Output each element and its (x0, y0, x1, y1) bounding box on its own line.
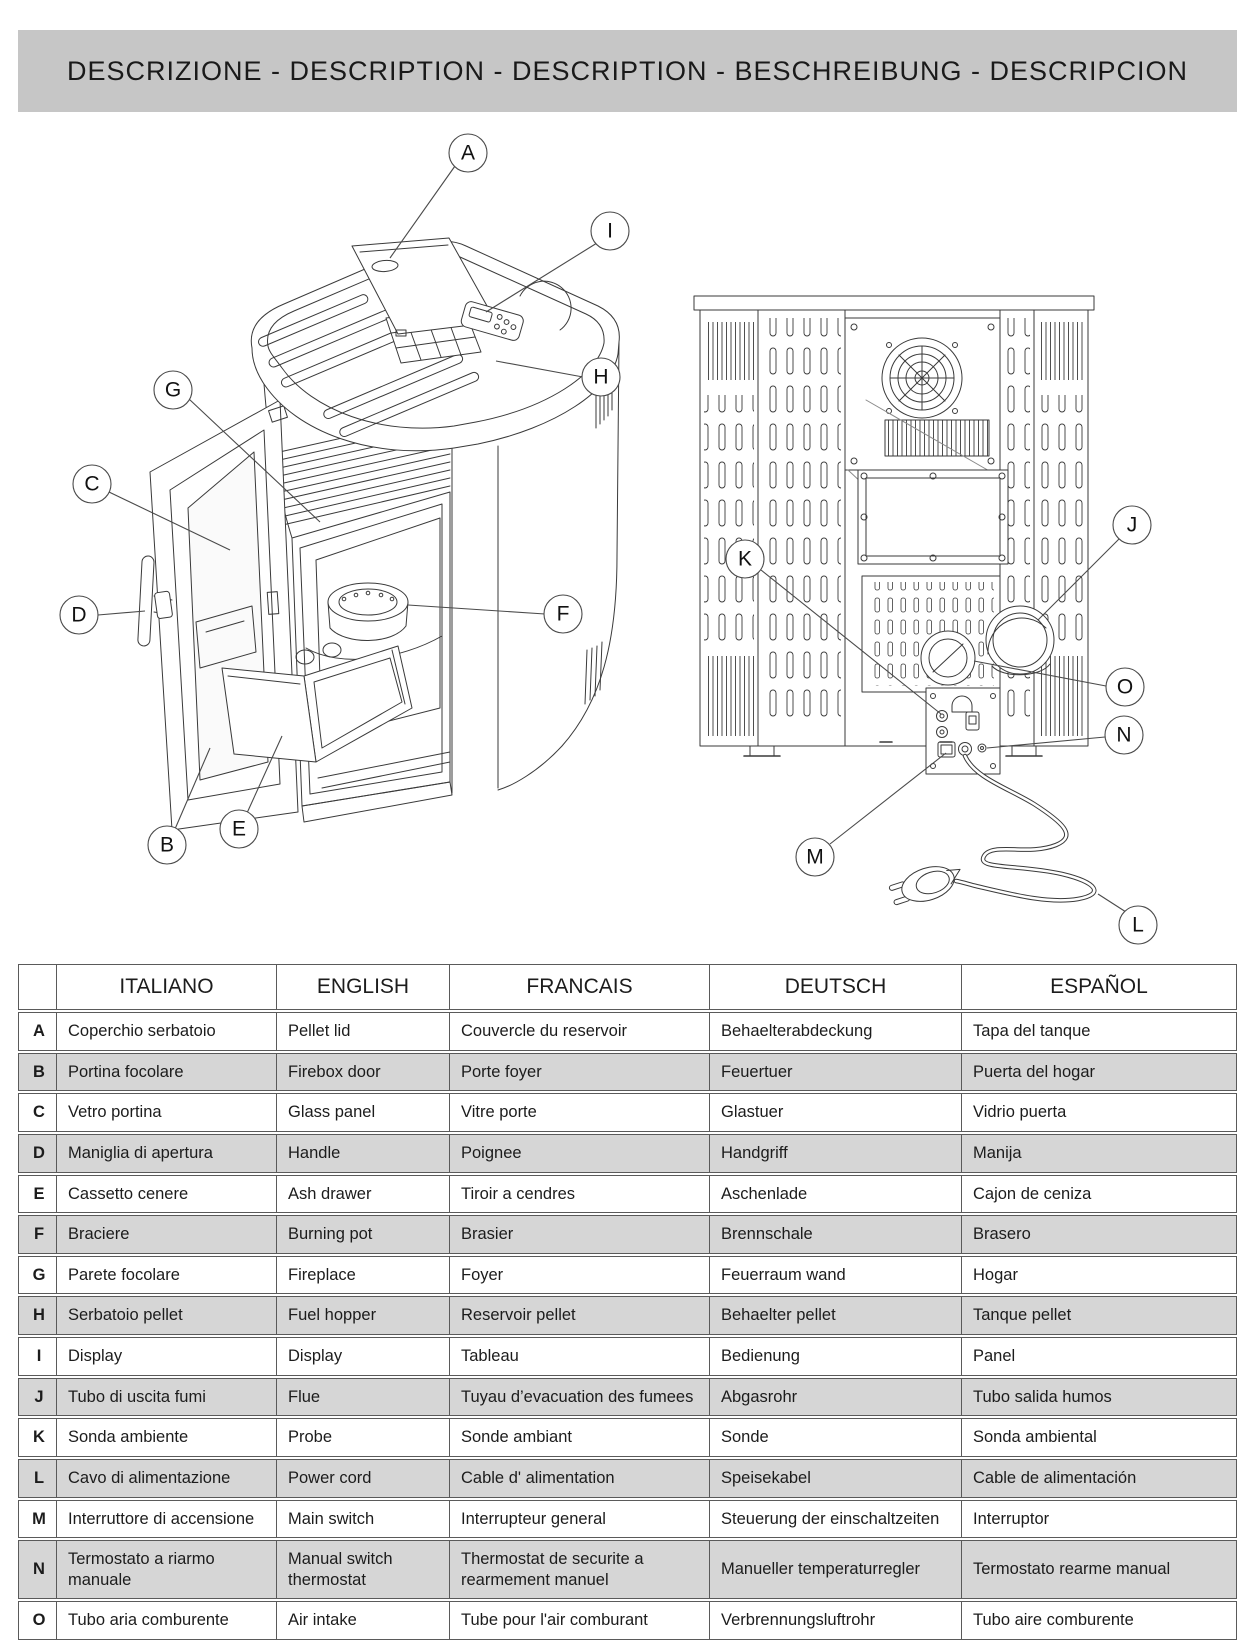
callout-k: K (725, 539, 942, 715)
front-stove-drawing (137, 237, 620, 831)
header-espanol: ESPAÑOL (962, 964, 1237, 1010)
callout-g: G (153, 370, 321, 523)
parts-table: ITALIANO ENGLISH FRANCAIS DEUTSCH ESPAÑO… (18, 962, 1237, 1642)
svg-text:M: M (806, 846, 824, 869)
callout-m: M (795, 752, 947, 877)
header-english: ENGLISH (277, 964, 450, 1010)
svg-text:J: J (1127, 514, 1138, 537)
callout-f: F (407, 594, 583, 634)
page-title: DESCRIZIONE - DESCRIPTION - DESCRIPTION … (18, 30, 1237, 112)
header-deutsch: DEUTSCH (710, 964, 962, 1010)
svg-text:D: D (71, 604, 86, 627)
svg-text:I: I (607, 220, 613, 243)
callout-o: O (973, 660, 1145, 707)
callout-i: I (485, 211, 630, 313)
callout-a: A (389, 133, 488, 259)
header-francais: FRANCAIS (450, 964, 710, 1010)
svg-text:G: G (165, 379, 181, 402)
callout-c: C (72, 464, 231, 551)
svg-text:B: B (160, 834, 174, 857)
callout-e: E (219, 735, 283, 849)
callout-l: L (1097, 893, 1158, 945)
svg-text:O: O (1117, 676, 1133, 699)
callout-d: D (59, 595, 146, 635)
svg-text:F: F (557, 603, 570, 626)
callout-b: B (147, 747, 211, 865)
svg-text:E: E (232, 818, 246, 841)
header-letter (18, 964, 57, 1010)
table-header-row: ITALIANO ENGLISH FRANCAIS DEUTSCH ESPAÑO… (18, 964, 1237, 1010)
svg-text:L: L (1132, 914, 1144, 937)
callout-h: H (495, 357, 621, 397)
svg-text:A: A (461, 142, 475, 165)
svg-text:C: C (84, 473, 99, 496)
svg-text:N: N (1116, 724, 1131, 747)
callout-j: J (1037, 505, 1152, 621)
header-italiano: ITALIANO (57, 964, 277, 1010)
stove-diagrams: A I H G C D F B E J K O N M L (59, 133, 1158, 945)
svg-text:H: H (593, 366, 608, 389)
back-stove-drawing (693, 295, 1097, 906)
svg-text:K: K (738, 548, 752, 571)
callout-n: N (986, 715, 1144, 755)
